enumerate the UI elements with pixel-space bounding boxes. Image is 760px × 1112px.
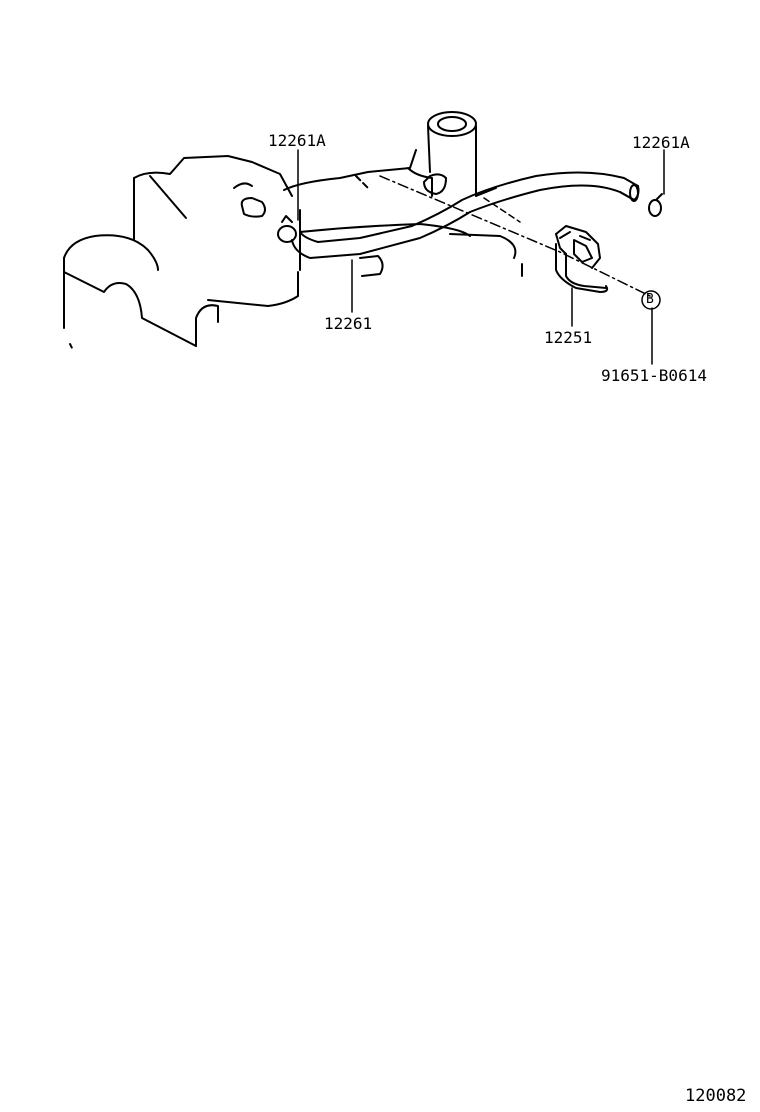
engine-block (63, 155, 299, 353)
assembly-line (379, 175, 651, 297)
bolt-marker-letter: B (646, 292, 654, 307)
diagram-code: 120082 (685, 1086, 747, 1106)
callout-12251: 12251 (544, 328, 593, 347)
hose-12261 (291, 171, 640, 259)
callout-12261A-right: 12261A (632, 133, 690, 152)
assembly-line-upper (483, 197, 521, 223)
bracket-12251 (555, 225, 609, 293)
callout-12261: 12261 (324, 314, 373, 333)
callout-91651-B0614: 91651-B0614 (601, 366, 707, 385)
callout-12261A-left: 12261A (268, 131, 326, 150)
leader-lines (297, 149, 665, 365)
bolt-marker-circle (641, 290, 661, 310)
clamp-12261A-left (277, 215, 297, 243)
clamp-12261A-right (648, 193, 663, 217)
